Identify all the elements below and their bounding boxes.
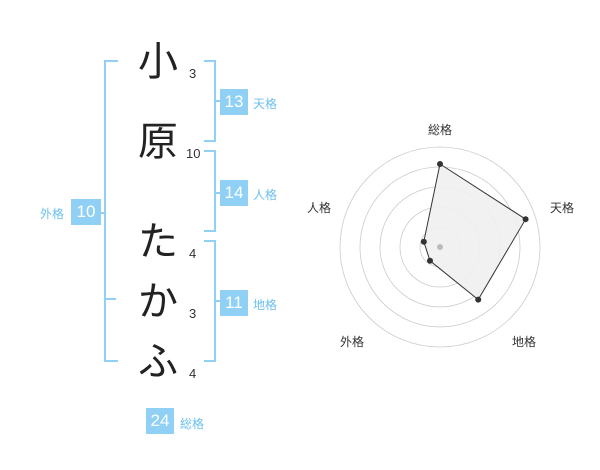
radar-label-chikaku: 地格 [512,334,536,349]
jinkaku-label: 人格 [253,188,278,202]
name-char-4: か [138,279,178,325]
chikaku-value: 11 [220,290,248,316]
radar-label-tenkaku: 天格 [550,200,574,215]
radar-grid-ring [339,146,541,348]
tenkaku-bracket-tick [214,100,222,102]
stroke-count-5: 4 [189,366,197,381]
radar-point-2 [475,296,482,303]
jinkaku-bracket [204,150,216,232]
gaikaku-bracket-tick [96,212,106,214]
radar-label-soukaku: 総格 [428,122,452,137]
radar-chart: 総格 天格 地格 外格 人格 [307,122,574,349]
gaikaku-label: 外格 [40,207,65,221]
soukaku-label: 総格 [180,417,205,431]
tenkaku-value: 13 [220,89,248,115]
radar-center-dot [437,244,443,250]
radar-score-polygon [423,163,527,301]
stroke-count-3: 4 [189,246,197,261]
jinkaku-value: 14 [220,180,248,206]
radar-point-0 [437,161,443,167]
gaikaku-bracket [104,60,118,362]
chikaku-label: 地格 [253,298,278,312]
radar-point-3 [427,257,434,264]
radar-label-jinkaku: 人格 [307,200,331,215]
stroke-count-1: 3 [189,66,197,81]
chikaku-bracket-tick [214,300,222,302]
stroke-count-2: 10 [186,146,201,161]
jinkaku-bracket-tick [214,192,222,194]
name-char-1: 小 [138,39,178,85]
name-char-3: た [138,219,178,265]
tenkaku-label: 天格 [253,97,278,111]
radar-points [420,161,529,303]
gaikaku-value: 10 [71,199,101,225]
radar-point-4 [420,238,427,245]
name-char-5: ふ [138,339,178,385]
stroke-count-4: 3 [189,306,197,321]
radar-point-1 [522,216,529,223]
radar-label-gaikaku: 外格 [340,334,364,349]
soukaku-value: 24 [146,408,174,434]
gaikaku-bracket-mid-tick [104,298,116,300]
name-char-2: 原 [138,119,178,165]
